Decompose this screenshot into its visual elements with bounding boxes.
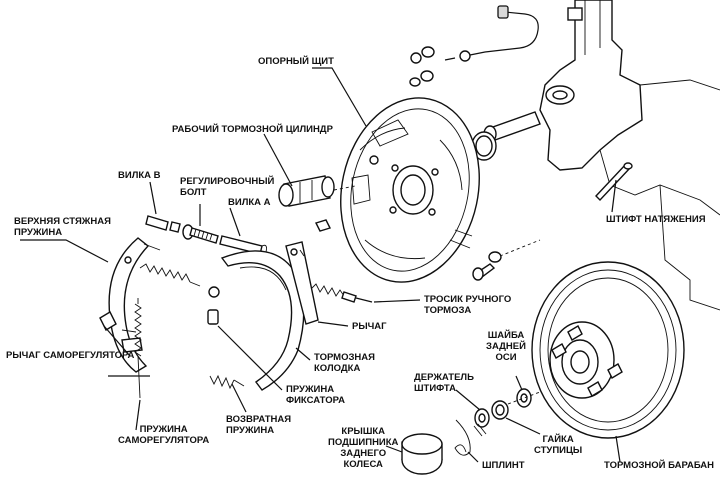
label-adjuster-bolt: РЕГУЛИРОВОЧНЫЙ БОЛТ — [180, 176, 275, 198]
backing-plate — [340, 97, 480, 283]
brake-hose — [444, 5, 583, 62]
bearing-cap — [401, 433, 443, 475]
label-bearing-cap: КРЫШКА ПОДШИПНИКА ЗАДНЕГО КОЛЕСА — [328, 426, 399, 470]
return-spring — [209, 374, 245, 390]
label-cotter-pin: ШПЛИНТ — [482, 460, 525, 471]
hub-parts — [454, 388, 541, 456]
label-upper-spring: ВЕРХНЯЯ СТЯЖНАЯ ПРУЖИНА — [14, 216, 111, 238]
mounting-bolts — [472, 239, 541, 281]
parking-brake-cable — [311, 283, 373, 303]
label-parking-cable: ТРОСИК РУЧНОГО ТОРМОЗА — [424, 294, 512, 316]
tension-pin — [595, 162, 633, 202]
label-fork-b: ВИЛКА В — [118, 170, 161, 181]
adjuster-assembly — [145, 215, 267, 255]
label-fork-a: ВИЛКА А — [228, 197, 271, 208]
label-lever: РЫЧАГ — [352, 321, 387, 332]
small-nuts — [409, 46, 435, 87]
label-pin-retainer: ДЕРЖАТЕЛЬ ШТИФТА — [414, 372, 474, 394]
right-brake-shoe — [207, 250, 305, 391]
label-axle-washer: ШАЙБА ЗАДНЕЙ ОСИ — [486, 330, 526, 363]
label-tension-pin: ШТИФТ НАТЯЖЕНИЯ — [606, 214, 706, 225]
leader-lines — [20, 67, 621, 463]
self-adjuster-spring — [134, 298, 142, 399]
parking-lever — [285, 241, 319, 325]
label-brake-drum: ТОРМОЗНОЙ БАРАБАН — [604, 460, 715, 471]
brake-drum — [531, 261, 685, 439]
label-self-adjuster-spring: ПРУЖИНА САМОРЕГУЛЯТОРА — [118, 424, 210, 446]
label-wheel-cylinder: РАБОЧИЙ ТОРМОЗНОЙ ЦИЛИНДР — [172, 124, 333, 135]
label-hub-nut: ГАЙКА СТУПИЦЫ — [534, 434, 583, 456]
wheel-cylinder — [278, 175, 356, 232]
steering-knuckle — [539, 0, 720, 311]
label-return-spring: ВОЗВРАТНАЯ ПРУЖИНА — [226, 414, 292, 436]
label-retainer-spring: ПРУЖИНА ФИКСАТОРА — [286, 384, 345, 406]
label-backing-plate: ОПОРНЫЙ ЩИТ — [258, 56, 334, 67]
upper-retracting-spring — [139, 263, 201, 287]
label-brake-shoe: ТОРМОЗНАЯ КОЛОДКА — [314, 352, 375, 374]
label-self-adjuster-lever: РЫЧАГ САМОРЕГУЛЯТОРА — [6, 350, 135, 361]
left-brake-shoe — [99, 237, 161, 373]
axle-spindle — [439, 111, 541, 161]
